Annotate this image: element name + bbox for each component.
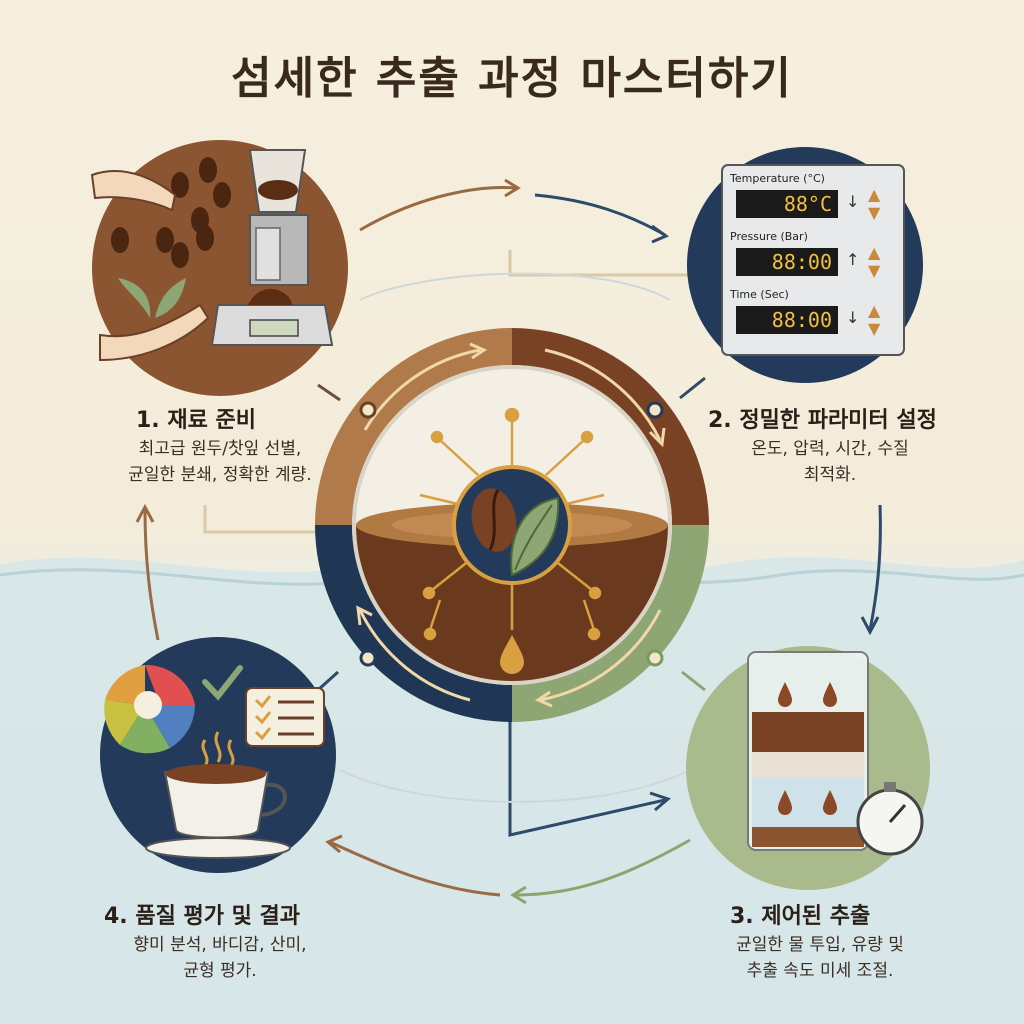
parameter-panel: Temperature (°C) 88°C ↓ ▲▼ Pressure (Bar… bbox=[730, 172, 900, 346]
coffee-grinder-icon bbox=[248, 149, 309, 286]
cycle-ring bbox=[315, 328, 709, 722]
arrow-up-icon bbox=[135, 503, 155, 523]
arrow-down-right-icon bbox=[651, 224, 670, 244]
scale-icon bbox=[210, 288, 334, 346]
step-1-desc-line: 균일한 분쇄, 정확한 계량. bbox=[128, 465, 312, 485]
step-1-description: 최고급 원두/찻잎 선별, 균일한 분쇄, 정확한 계량. bbox=[70, 436, 370, 488]
step-4-desc-line: 균형 평가. bbox=[183, 961, 257, 981]
steam-icon bbox=[201, 731, 235, 767]
flow-arrows bbox=[135, 178, 882, 905]
step-3-desc-line: 균일한 물 투입, 유량 및 bbox=[736, 935, 904, 955]
step-2-desc-line: 온도, 압력, 시간, 수질 bbox=[751, 439, 909, 459]
arrow-right-icon bbox=[504, 178, 521, 198]
time-label: Time (Sec) bbox=[730, 288, 789, 301]
pressure-row: Pressure (Bar) 88:00 ↑ ▲▼ bbox=[730, 230, 900, 288]
coffee-cup-icon bbox=[145, 764, 291, 859]
step-3-desc-line: 추출 속도 미세 조절. bbox=[746, 961, 894, 981]
step-4-illustration bbox=[100, 637, 336, 873]
leaf-icon bbox=[118, 278, 186, 318]
ring-segment-top-right bbox=[512, 328, 709, 525]
pressure-label: Pressure (Bar) bbox=[730, 230, 808, 243]
trend-down-icon: ↓ bbox=[846, 308, 860, 327]
glass-vessel-icon bbox=[747, 651, 869, 851]
step-3-title: 3. 제어된 추출 bbox=[730, 904, 871, 929]
hand-icon bbox=[90, 170, 210, 362]
step-3-illustration bbox=[686, 646, 930, 890]
adjust-arrows-icon[interactable]: ▲▼ bbox=[868, 301, 881, 338]
temperature-display: 88°C bbox=[736, 190, 838, 218]
arrow-left-icon bbox=[510, 885, 527, 905]
ring-segment-bottom-left bbox=[315, 525, 512, 722]
page-title: 섬세한 추출 과정 마스터하기 bbox=[231, 53, 793, 104]
step-1-title: 1. 재료 준비 bbox=[136, 408, 256, 433]
water-drop-icon bbox=[778, 682, 837, 815]
pressure-display: 88:00 bbox=[736, 248, 838, 276]
adjust-arrows-icon[interactable]: ▲▼ bbox=[868, 185, 881, 222]
step-4-description: 향미 분석, 바디감, 산미, 균형 평가. bbox=[80, 932, 360, 984]
step-2-title: 2. 정밀한 파라미터 설정 bbox=[708, 408, 937, 433]
coffee-bean-icon bbox=[111, 157, 231, 268]
ring-segment-top-left bbox=[315, 328, 512, 525]
arrow-down-left-icon bbox=[325, 834, 343, 854]
temperature-label: Temperature (°C) bbox=[730, 172, 825, 185]
step-3-description: 균일한 물 투입, 유량 및 추출 속도 미세 조절. bbox=[680, 932, 960, 984]
checkmark-icon bbox=[202, 665, 243, 701]
step-1-illustration bbox=[90, 140, 348, 396]
arrow-down-icon bbox=[860, 616, 880, 636]
time-display: 88:00 bbox=[736, 306, 838, 334]
trend-up-icon: ↑ bbox=[846, 250, 860, 269]
temperature-row: Temperature (°C) 88°C ↓ ▲▼ bbox=[730, 172, 900, 230]
step-4-title: 4. 품질 평가 및 결과 bbox=[104, 904, 300, 929]
flavor-wheel-icon bbox=[104, 664, 195, 754]
adjust-arrows-icon[interactable]: ▲▼ bbox=[868, 243, 881, 280]
time-row: Time (Sec) 88:00 ↓ ▲▼ bbox=[730, 288, 900, 346]
coffee-bean-icon bbox=[471, 488, 517, 552]
leaf-icon bbox=[510, 496, 560, 577]
step-2-desc-line: 최적화. bbox=[803, 465, 857, 485]
trend-down-icon: ↓ bbox=[846, 192, 860, 211]
stopwatch-icon bbox=[856, 782, 924, 856]
step-1-desc-line: 최고급 원두/찻잎 선별, bbox=[138, 439, 302, 459]
water-drop-icon bbox=[500, 635, 524, 674]
ring-segment-bottom-right bbox=[512, 525, 709, 722]
center-sphere bbox=[352, 365, 672, 685]
checklist-icon bbox=[245, 687, 325, 747]
step-4-desc-line: 향미 분석, 바디감, 산미, bbox=[133, 935, 307, 955]
step-2-description: 온도, 압력, 시간, 수질 최적화. bbox=[690, 436, 970, 488]
